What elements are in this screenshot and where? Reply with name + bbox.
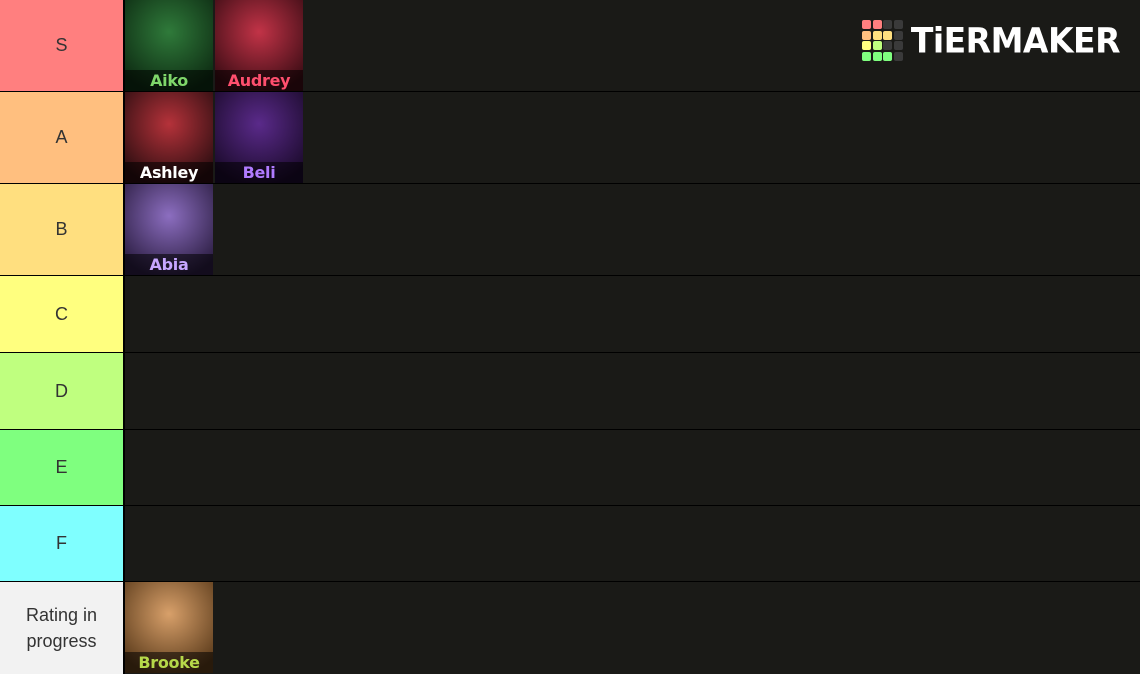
tier-items-dropzone[interactable] bbox=[125, 430, 1140, 505]
logo-text: TiERMAKER bbox=[910, 19, 1121, 61]
tier-items-dropzone[interactable] bbox=[125, 353, 1140, 429]
character-card[interactable]: Abia bbox=[125, 184, 213, 275]
logo-grid-cell bbox=[862, 20, 872, 29]
logo-grid-cell bbox=[893, 20, 903, 29]
logo-grid-cell bbox=[893, 41, 903, 50]
tier-label[interactable]: A bbox=[0, 92, 123, 183]
character-name: Audrey bbox=[215, 70, 303, 91]
character-name: Ashley bbox=[125, 162, 213, 183]
tier-label[interactable]: F bbox=[0, 506, 123, 581]
tier-label[interactable]: S bbox=[0, 0, 123, 91]
tier-items-dropzone[interactable]: Brooke bbox=[125, 582, 1140, 674]
logo-grid-cell bbox=[883, 20, 893, 29]
logo-grid-cell bbox=[893, 30, 903, 40]
logo-grid-cell bbox=[862, 51, 872, 61]
tier-label[interactable]: D bbox=[0, 353, 123, 429]
character-name: Beli bbox=[215, 162, 303, 183]
tier-items-dropzone[interactable] bbox=[125, 276, 1140, 352]
logo-grid-cell bbox=[872, 51, 882, 61]
logo-grid-cell bbox=[862, 30, 872, 40]
tier-label[interactable]: C bbox=[0, 276, 123, 352]
logo-grid-cell bbox=[872, 41, 882, 50]
character-card[interactable]: Audrey bbox=[215, 0, 303, 91]
tier-row: E bbox=[0, 430, 1140, 505]
character-name: Abia bbox=[125, 254, 213, 275]
logo-grid-cell bbox=[893, 51, 903, 61]
character-card[interactable]: Brooke bbox=[125, 582, 213, 673]
tier-items-dropzone[interactable] bbox=[125, 506, 1140, 581]
logo-grid-cell bbox=[883, 41, 893, 50]
logo-grid-cell bbox=[883, 30, 893, 40]
character-card[interactable]: Aiko bbox=[125, 0, 213, 91]
logo-grid-cell bbox=[872, 30, 882, 40]
character-card[interactable]: Beli bbox=[215, 92, 303, 183]
tier-row: D bbox=[0, 353, 1140, 429]
tier-label[interactable]: Rating in progress bbox=[0, 582, 123, 674]
tier-items-dropzone[interactable]: Abia bbox=[125, 184, 1140, 275]
character-name: Aiko bbox=[125, 70, 213, 91]
tier-row: F bbox=[0, 506, 1140, 581]
logo-grid-icon bbox=[862, 20, 903, 61]
character-name: Brooke bbox=[125, 652, 213, 673]
character-card[interactable]: Ashley bbox=[125, 92, 213, 183]
logo-grid-cell bbox=[862, 41, 872, 50]
tier-label[interactable]: B bbox=[0, 184, 123, 275]
tiermaker-logo[interactable]: TiERMAKER bbox=[862, 19, 1121, 61]
logo-grid-cell bbox=[883, 51, 893, 61]
tier-label[interactable]: E bbox=[0, 430, 123, 505]
logo-grid-cell bbox=[872, 20, 882, 29]
tier-row: C bbox=[0, 276, 1140, 352]
